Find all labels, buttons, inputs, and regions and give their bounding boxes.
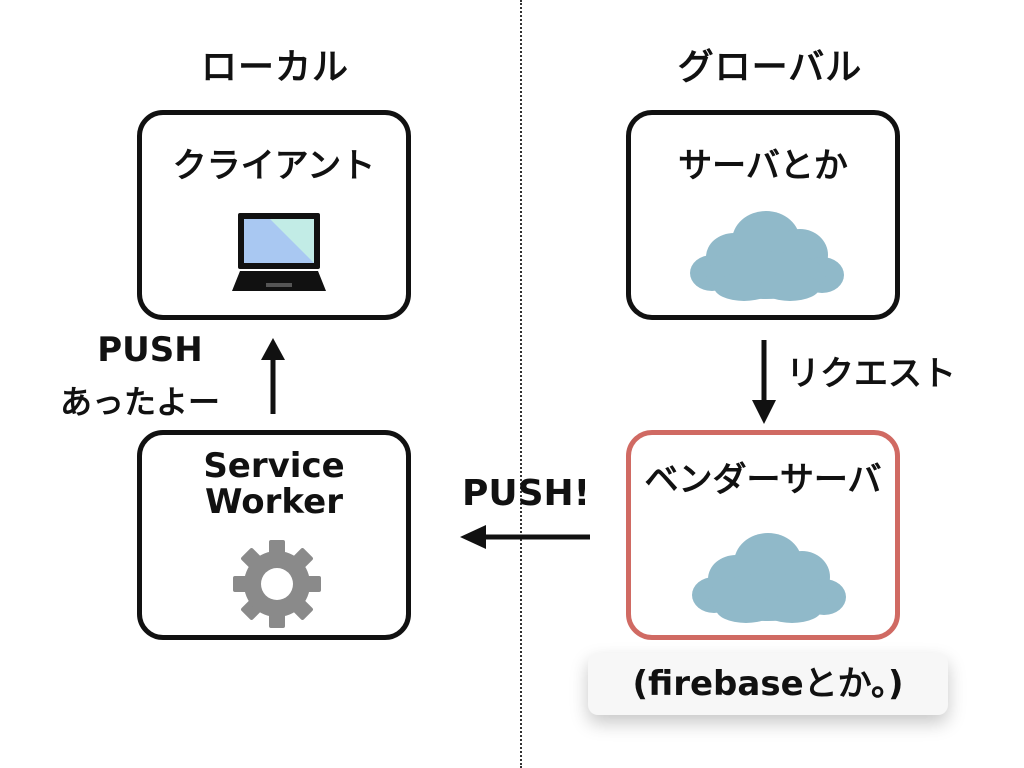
client-box: クライアント: [137, 110, 411, 320]
server-title: サーバとか: [678, 146, 848, 186]
cloud-icon: [686, 203, 846, 303]
client-title: クライアント: [172, 146, 376, 186]
arrow-left-icon: [458, 522, 592, 552]
push-notify-label-line1: PUSH: [97, 330, 203, 370]
server-box: サーバとか: [626, 110, 900, 320]
push-notify-label-line2: あったよー: [59, 383, 220, 421]
heading-global: グローバル: [677, 47, 863, 88]
vendor-server-box: ベンダーサーバ: [626, 430, 900, 640]
request-label: リクエスト: [786, 354, 956, 394]
service-worker-title-line2: Worker: [205, 482, 343, 522]
vendor-note: (firebaseとか。): [588, 653, 948, 715]
divider-line: [520, 0, 522, 768]
arrow-down-icon: [749, 338, 779, 426]
heading-local: ローカル: [200, 47, 349, 88]
laptop-icon: [230, 211, 328, 297]
cloud-icon: [688, 525, 848, 625]
arrow-up-icon: [258, 336, 288, 416]
service-worker-box: Service Worker: [137, 430, 411, 640]
push-label: PUSH!: [461, 473, 591, 514]
gear-icon: [231, 538, 323, 630]
vendor-server-title: ベンダーサーバ: [644, 460, 882, 500]
service-worker-title-line1: Service: [203, 446, 345, 486]
